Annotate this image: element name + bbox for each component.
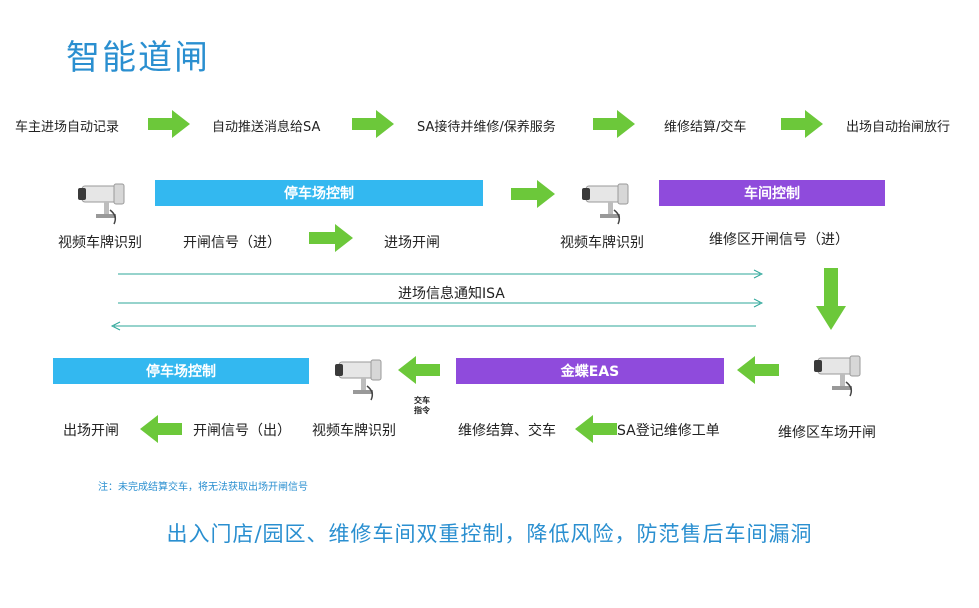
parking-control-bar: 停车场控制 xyxy=(155,180,483,206)
notify-label: 进场信息通知ISA xyxy=(398,286,505,302)
workshop-control-bar: 车间控制 xyxy=(659,180,885,206)
notify-lines xyxy=(110,269,764,331)
flow-step-2: 自动推送消息给SA xyxy=(212,120,321,135)
arrow-down-icon xyxy=(816,268,846,330)
flow-arrow-3-icon xyxy=(593,110,635,138)
eas-bar: 金蝶EAS xyxy=(456,358,724,384)
flow-arrow-2-icon xyxy=(352,110,394,138)
page-title: 智能道闸 xyxy=(66,38,210,78)
camera-label: 视频车牌识别 xyxy=(560,235,644,251)
repair-open-signal: 维修区开闸信号（进） xyxy=(709,232,849,248)
arrow-left-icon xyxy=(737,356,779,384)
camera-label: 视频车牌识别 xyxy=(312,423,396,439)
flow-arrow-1-icon xyxy=(148,110,190,138)
flow-arrow-4-icon xyxy=(781,110,823,138)
flow-step-4: 维修结算/交车 xyxy=(664,120,747,135)
camera-icon xyxy=(78,180,128,226)
arrow-right-icon xyxy=(309,224,353,252)
flow-step-5: 出场自动抬闸放行 xyxy=(846,120,951,135)
exit-open-label: 出场开闸 xyxy=(63,423,119,439)
camera-icon xyxy=(335,356,385,402)
open-signal-in: 开闸信号（进） xyxy=(183,235,281,251)
camera-icon xyxy=(582,180,632,226)
repair-yard-open-label: 维修区车场开闸 xyxy=(778,425,876,441)
arrow-right-icon xyxy=(511,180,555,208)
handover-command-label: 交车 指令 xyxy=(414,396,430,415)
flow-step-3: SA接待并维修/保养服务 xyxy=(417,120,556,135)
flow-step-1: 车主进场自动记录 xyxy=(15,120,120,135)
parking-control-bar-exit: 停车场控制 xyxy=(53,358,309,384)
slogan: 出入门店/园区、维修车间双重控制，降低风险，防范售后车间漏洞 xyxy=(166,522,813,546)
camera-label: 视频车牌识别 xyxy=(58,235,142,251)
open-signal-out: 开闸信号（出） xyxy=(193,423,291,439)
arrow-left-icon xyxy=(575,415,617,443)
arrow-left-icon xyxy=(398,356,440,384)
arrow-left-icon xyxy=(140,415,182,443)
camera-icon xyxy=(814,352,864,398)
enter-open-label: 进场开闸 xyxy=(384,235,440,251)
footnote: 注：未完成结算交车，将无法获取出场开闸信号 xyxy=(98,482,308,493)
sa-register-label: SA登记维修工单 xyxy=(617,423,720,439)
settle-label: 维修结算、交车 xyxy=(458,423,556,439)
